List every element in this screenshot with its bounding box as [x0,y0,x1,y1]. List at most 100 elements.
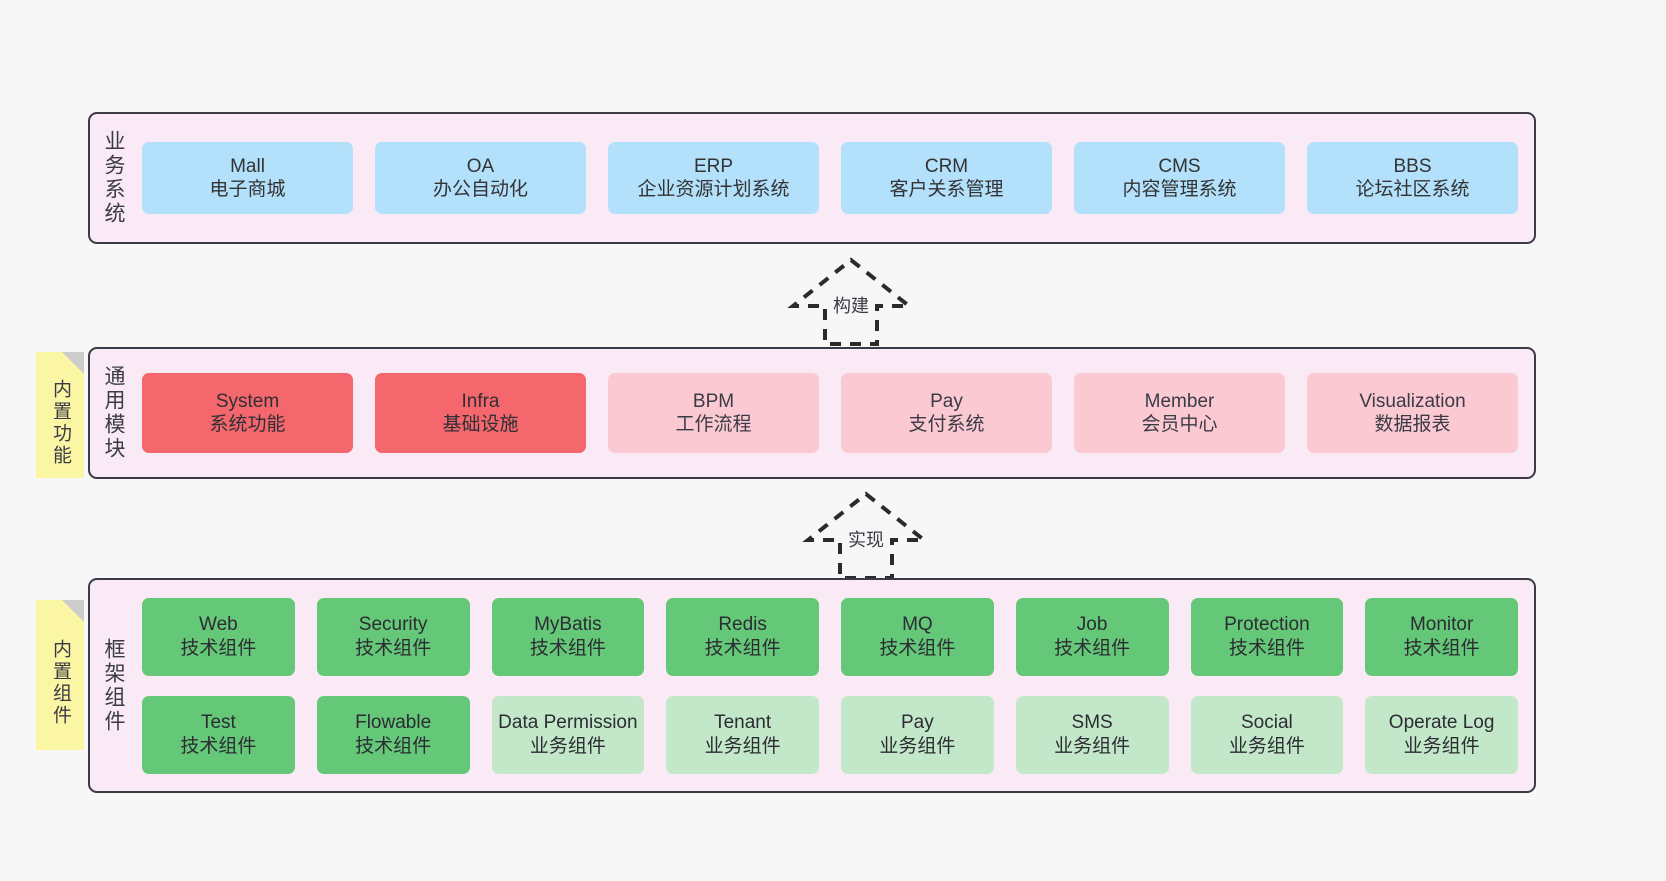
card-pay[interactable]: Pay 支付系统 [841,373,1052,453]
card-operate-log-subtitle: 业务组件 [1403,735,1480,757]
card-mall-title: Mall [230,155,265,177]
card-flowable-subtitle: 技术组件 [355,735,432,757]
card-sms[interactable]: SMS 业务组件 [1015,695,1169,774]
card-test-subtitle: 技术组件 [180,735,257,757]
card-mall-subtitle: 电子商城 [209,179,286,200]
card-bpm-title: BPM [692,390,735,412]
card-monitor[interactable]: Monitor 技术组件 [1365,597,1518,676]
card-security-title: Security [358,614,428,636]
sticky-note-builtin-components-label: 内置组件 [49,639,71,727]
card-mq[interactable]: MQ 技术组件 [841,597,994,676]
card-data-permission[interactable]: Data Permission 业务组件 [491,695,645,774]
layer-title-framework: 框架组件 [102,637,126,734]
card-flowable[interactable]: Flowable 技术组件 [316,695,470,774]
card-crm[interactable]: CRM 客户关系管理 [841,142,1052,214]
card-infra-subtitle: 基础设施 [442,414,519,435]
card-redis-title: Redis [718,614,767,636]
layer-business-system: 业务系统 Mall 电子商城 OA 办公自动化 ERP 企业资源计划系统 CRM… [88,112,1536,244]
card-tenant[interactable]: Tenant 业务组件 [666,695,819,774]
card-protection-subtitle: 技术组件 [1228,637,1305,659]
card-bbs-subtitle: 论坛社区系统 [1355,179,1470,200]
card-bpm[interactable]: BPM 工作流程 [608,373,819,453]
card-infra-title: Infra [461,390,500,412]
card-social[interactable]: Social 业务组件 [1190,695,1344,774]
card-redis[interactable]: Redis 技术组件 [666,597,819,676]
card-security[interactable]: Security 技术组件 [316,597,470,676]
card-oa[interactable]: OA 办公自动化 [375,142,586,214]
card-operate-log-title: Operate Log [1388,712,1495,734]
card-mq-subtitle: 技术组件 [879,637,956,659]
card-social-title: Social [1241,712,1293,734]
card-web-subtitle: 技术组件 [180,637,257,659]
sticky-note-builtin-components: 内置组件 [36,600,84,750]
card-oa-title: OA [466,155,495,177]
layer-body-business: Mall 电子商城 OA 办公自动化 ERP 企业资源计划系统 CRM 客户关系… [136,114,1534,242]
connector-build-label: 构建 [833,296,869,316]
card-mybatis-title: MyBatis [534,614,602,636]
card-infra[interactable]: Infra 基础设施 [375,373,586,453]
connector-realize-label: 实现 [848,530,884,550]
card-data-permission-title: Data Permission [498,712,638,734]
card-cms-title: CMS [1158,155,1201,177]
card-data-permission-subtitle: 业务组件 [529,735,606,757]
card-job[interactable]: Job 技术组件 [1015,597,1169,676]
card-protection[interactable]: Protection 技术组件 [1190,597,1344,676]
card-member-subtitle: 会员中心 [1141,414,1218,435]
card-monitor-title: Monitor [1409,614,1474,636]
card-visualization-title: Visualization [1359,390,1466,412]
layer-title-business: 业务系统 [102,130,126,226]
card-mq-title: MQ [902,614,933,636]
layer-common-row: System 系统功能 Infra 基础设施 BPM 工作流程 Pay 支付系统… [142,373,1518,453]
layer-framework-row-tech: Web 技术组件 Security 技术组件 MyBatis 技术组件 Redi… [142,597,1518,676]
card-mybatis-subtitle: 技术组件 [529,637,606,659]
card-visualization-subtitle: 数据报表 [1374,414,1451,435]
layer-framework-components: 框架组件 Web 技术组件 Security 技术组件 MyBatis 技术组件… [88,578,1536,793]
card-pay-business-title: Pay [901,712,934,734]
card-operate-log[interactable]: Operate Log 业务组件 [1365,695,1518,774]
card-redis-subtitle: 技术组件 [704,637,781,659]
card-web[interactable]: Web 技术组件 [142,597,295,676]
layer-business-row: Mall 电子商城 OA 办公自动化 ERP 企业资源计划系统 CRM 客户关系… [142,142,1518,214]
connector-build: 构建 [761,256,941,348]
card-pay-business-subtitle: 业务组件 [879,735,956,757]
card-cms-subtitle: 内容管理系统 [1122,179,1237,200]
card-tenant-title: Tenant [714,712,772,734]
card-cms[interactable]: CMS 内容管理系统 [1074,142,1285,214]
card-crm-title: CRM [924,155,969,177]
card-system-title: System [215,390,280,412]
card-pay-title: Pay [930,390,963,412]
layer-body-framework: Web 技术组件 Security 技术组件 MyBatis 技术组件 Redi… [136,580,1534,791]
layer-common-modules: 通用模块 System 系统功能 Infra 基础设施 BPM 工作流程 Pay… [88,347,1536,479]
card-crm-subtitle: 客户关系管理 [889,179,1004,200]
layer-body-common: System 系统功能 Infra 基础设施 BPM 工作流程 Pay 支付系统… [136,349,1534,477]
card-test[interactable]: Test 技术组件 [142,695,295,774]
card-bbs[interactable]: BBS 论坛社区系统 [1307,142,1518,214]
layer-title-common: 通用模块 [102,365,126,461]
connector-realize: 实现 [776,490,956,582]
card-protection-title: Protection [1224,614,1310,636]
card-bpm-subtitle: 工作流程 [675,414,752,435]
card-member-title: Member [1144,390,1215,412]
card-pay-business[interactable]: Pay 业务组件 [841,695,994,774]
card-sms-title: SMS [1071,712,1113,734]
hollow-arrow-icon [787,257,915,346]
card-sms-subtitle: 业务组件 [1054,735,1131,757]
layer-framework-row-business: Test 技术组件 Flowable 技术组件 Data Permission … [142,695,1518,774]
card-job-subtitle: 技术组件 [1054,637,1131,659]
card-system[interactable]: System 系统功能 [142,373,353,453]
card-member[interactable]: Member 会员中心 [1074,373,1285,453]
card-mybatis[interactable]: MyBatis 技术组件 [491,597,645,676]
card-visualization[interactable]: Visualization 数据报表 [1307,373,1518,453]
card-oa-subtitle: 办公自动化 [432,179,528,200]
card-erp[interactable]: ERP 企业资源计划系统 [608,142,819,214]
card-mall[interactable]: Mall 电子商城 [142,142,353,214]
sticky-note-builtin-features-label: 内置功能 [49,379,71,467]
card-job-title: Job [1076,614,1108,636]
card-erp-title: ERP [693,155,734,177]
card-erp-subtitle: 企业资源计划系统 [637,179,790,200]
card-test-title: Test [200,712,236,734]
card-tenant-subtitle: 业务组件 [704,735,781,757]
card-bbs-title: BBS [1393,155,1432,177]
card-security-subtitle: 技术组件 [355,637,432,659]
